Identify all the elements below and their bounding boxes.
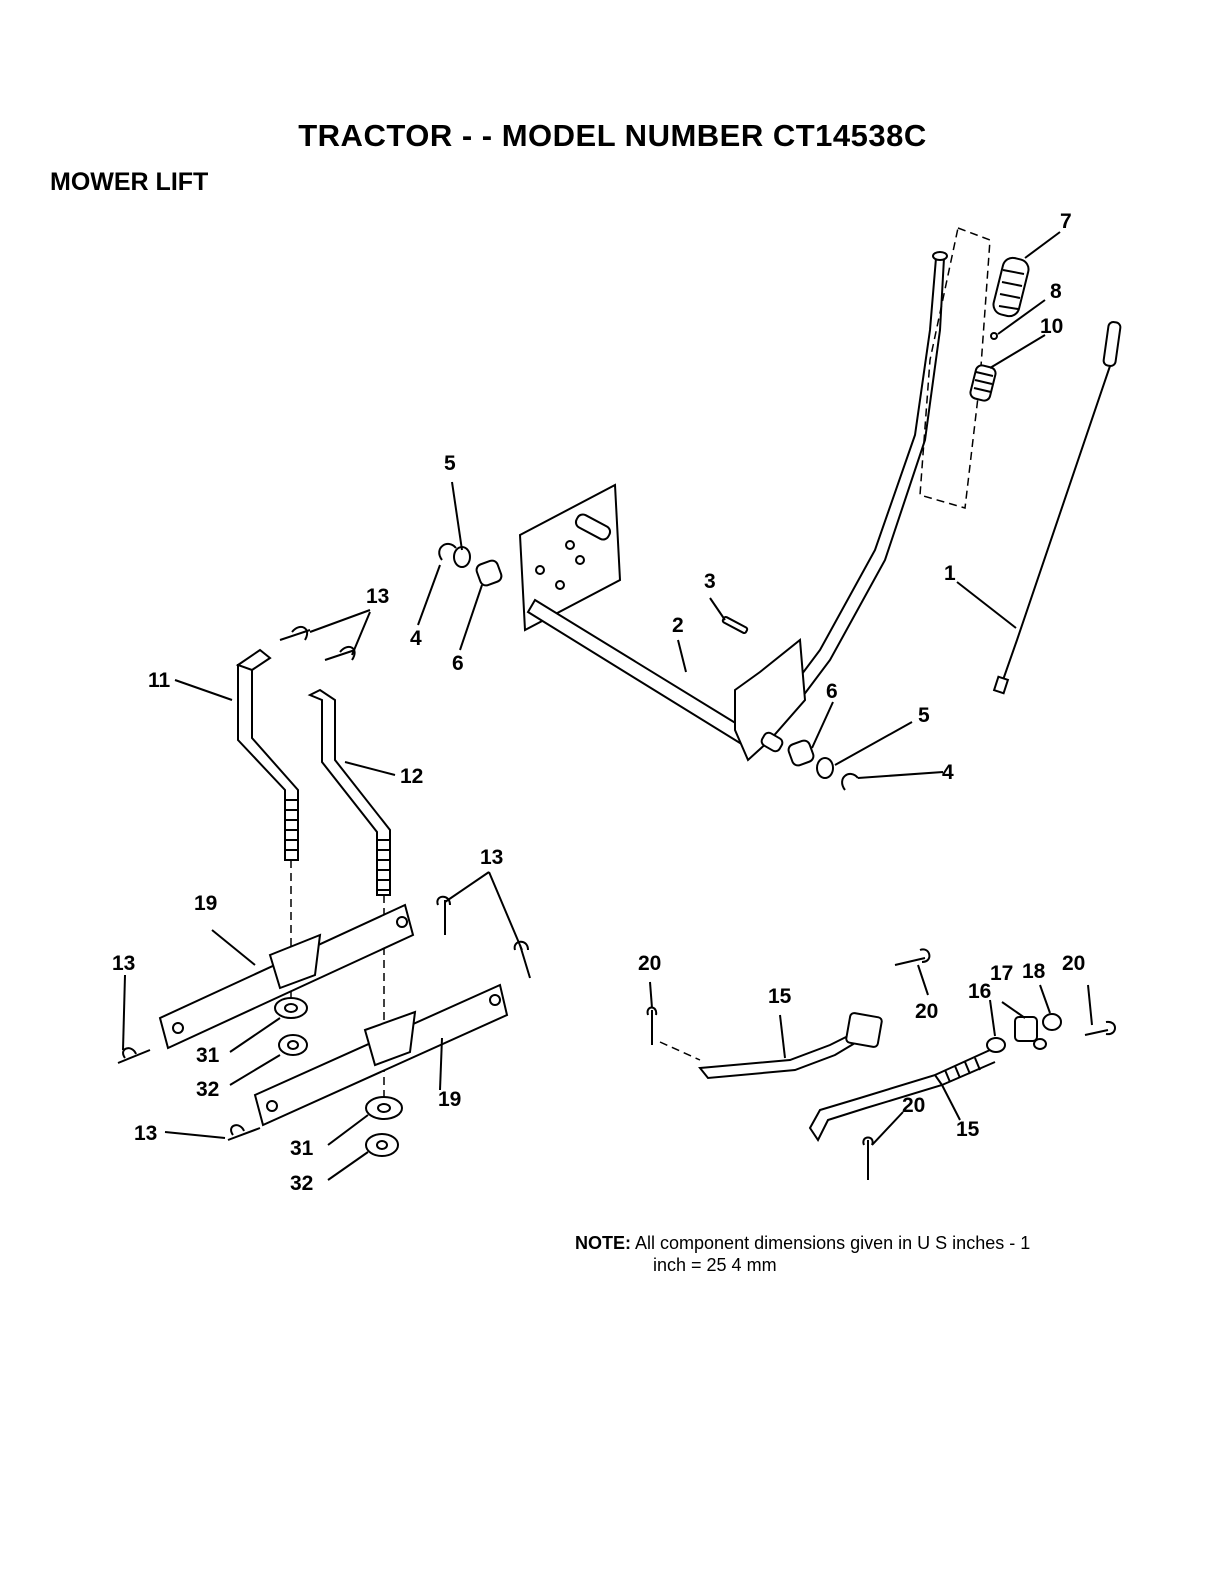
note-label: NOTE:: [575, 1233, 631, 1253]
callout-19: 19: [438, 1088, 461, 1111]
callout-20: 20: [638, 952, 661, 975]
bushing-left: [439, 544, 503, 587]
lift-link-11: [238, 650, 298, 860]
callout-31: 31: [290, 1137, 314, 1160]
callout-19: 19: [194, 892, 217, 915]
ferrule-hardware: [987, 1014, 1061, 1052]
callout-32: 32: [290, 1172, 313, 1195]
bushing-right: [787, 739, 858, 790]
callout-20: 20: [902, 1094, 925, 1117]
pin-3: [722, 616, 748, 634]
lift-shaft: [528, 600, 805, 760]
handle-grip: [991, 256, 1030, 319]
washer-8: [991, 333, 997, 339]
callout-13: 13: [112, 952, 135, 975]
callout-15: 15: [768, 985, 792, 1008]
adjust-bar-upper: [660, 1012, 882, 1078]
note-text-line1: All component dimensions given in U S in…: [635, 1233, 1030, 1253]
lift-handle: [790, 252, 947, 700]
lift-link-12: [310, 690, 390, 895]
callout-4: 4: [942, 761, 954, 784]
callout-31: 31: [196, 1044, 220, 1067]
callout-5: 5: [918, 704, 930, 727]
leader-lines: [123, 232, 1092, 1180]
callout-32: 32: [196, 1078, 219, 1101]
dimension-note: NOTE: All component dimensions given in …: [575, 1232, 1135, 1276]
callout-13: 13: [134, 1122, 157, 1145]
callout-1: 1: [944, 562, 956, 585]
cotter-pins: [648, 949, 1115, 1180]
note-text-line2: inch = 25 4 mm: [575, 1254, 1135, 1276]
callout-13: 13: [366, 585, 389, 608]
callout-7: 7: [1060, 210, 1072, 233]
callout-13: 13: [480, 846, 503, 869]
callout-8: 8: [1050, 280, 1062, 303]
callout-4: 4: [410, 627, 422, 650]
callout-6: 6: [826, 680, 838, 703]
height-rod: [994, 321, 1121, 693]
callout-10: 10: [1040, 315, 1063, 338]
callout-20: 20: [1062, 952, 1085, 975]
callout-16: 16: [968, 980, 991, 1003]
callout-5: 5: [444, 452, 456, 475]
callout-3: 3: [704, 570, 716, 593]
callout-6: 6: [452, 652, 464, 675]
callout-18: 18: [1022, 960, 1046, 983]
callout-15: 15: [956, 1118, 980, 1141]
callout-17: 17: [990, 962, 1013, 985]
callout-11: 11: [148, 669, 171, 692]
callout-20: 20: [915, 1000, 938, 1023]
callout-12: 12: [400, 765, 423, 788]
spring: [969, 364, 997, 402]
callout-2: 2: [672, 614, 684, 637]
